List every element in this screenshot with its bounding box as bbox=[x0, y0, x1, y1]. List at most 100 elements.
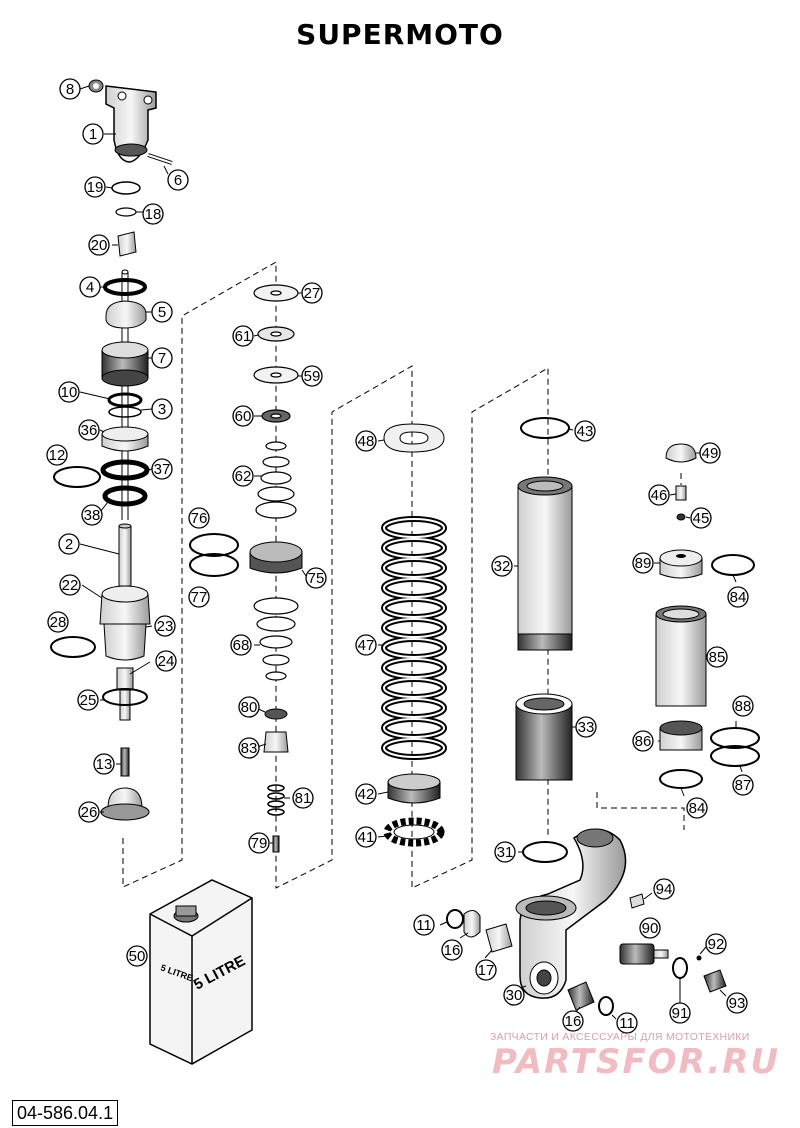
callout-circle bbox=[632, 730, 654, 752]
callout-number: 50 bbox=[129, 948, 146, 965]
callout-number: 91 bbox=[672, 1005, 689, 1022]
callout-number: 23 bbox=[157, 618, 174, 635]
callout-16b: 16 bbox=[562, 1010, 584, 1032]
callout-circle bbox=[188, 586, 210, 608]
callout-59: 59 bbox=[301, 365, 323, 387]
part-nut-83 bbox=[263, 731, 289, 753]
callout-7: 7 bbox=[151, 347, 173, 369]
callout-11b: 11 bbox=[616, 1012, 638, 1034]
callout-number: 22 bbox=[62, 577, 79, 594]
callout-number: 79 bbox=[251, 835, 268, 852]
callout-number: 81 bbox=[295, 790, 312, 807]
callout-number: 8 bbox=[66, 81, 74, 98]
callout-1: 1 bbox=[82, 123, 104, 145]
part-ring-37 bbox=[100, 459, 150, 481]
callout-25: 25 bbox=[77, 689, 99, 711]
callout-number: 13 bbox=[96, 756, 113, 773]
callout-circle bbox=[475, 959, 497, 981]
callout-23: 23 bbox=[154, 615, 176, 637]
callout-84a: 84 bbox=[727, 586, 749, 608]
callout-number: 37 bbox=[154, 461, 171, 478]
callout-20: 20 bbox=[88, 234, 110, 256]
callout-number: 46 bbox=[651, 487, 668, 504]
callout-number: 80 bbox=[241, 699, 258, 716]
part-cap-26 bbox=[100, 787, 150, 821]
callout-13: 13 bbox=[93, 753, 115, 775]
callout-circle bbox=[93, 753, 115, 775]
callout-number: 1 bbox=[89, 126, 97, 143]
callout-89: 89 bbox=[632, 552, 654, 574]
callout-circle bbox=[441, 939, 463, 961]
callout-81: 81 bbox=[292, 787, 314, 809]
callout-circle bbox=[142, 203, 164, 225]
callout-circle bbox=[632, 552, 654, 574]
callout-6: 6 bbox=[167, 169, 189, 191]
part-shim-stack bbox=[253, 284, 299, 519]
callout-circle bbox=[732, 695, 754, 717]
callout-24: 24 bbox=[155, 650, 177, 672]
callout-number: 16 bbox=[444, 942, 461, 959]
callout-number: 42 bbox=[358, 786, 375, 803]
callout-number: 11 bbox=[416, 917, 432, 934]
part-ring-31 bbox=[522, 841, 568, 863]
callout-91: 91 bbox=[669, 1002, 691, 1024]
callout-circle bbox=[59, 574, 81, 596]
callout-37: 37 bbox=[151, 458, 173, 480]
callout-12: 12 bbox=[46, 444, 68, 466]
part-bushing-16b bbox=[567, 981, 595, 1011]
callout-number: 17 bbox=[478, 962, 495, 979]
part-ring-91 bbox=[672, 957, 688, 979]
callout-circle bbox=[46, 444, 68, 466]
callout-number: 4 bbox=[86, 279, 94, 296]
part-oring-19 bbox=[111, 181, 141, 195]
callout-circle bbox=[58, 533, 80, 555]
callout-circle bbox=[78, 419, 100, 441]
callout-circle bbox=[699, 442, 721, 464]
callout-45: 45 bbox=[690, 507, 712, 529]
part-seat-48 bbox=[383, 423, 445, 453]
part-sleeve-33 bbox=[515, 693, 573, 781]
callout-11a: 11 bbox=[413, 914, 435, 936]
callout-circle bbox=[126, 945, 148, 967]
callout-number: 43 bbox=[577, 423, 594, 440]
callout-85: 85 bbox=[706, 646, 728, 668]
part-ball-92 bbox=[696, 955, 702, 961]
callout-17: 17 bbox=[475, 959, 497, 981]
callout-28: 28 bbox=[47, 611, 69, 633]
callout-number: 2 bbox=[65, 536, 73, 553]
callout-circle bbox=[726, 992, 748, 1014]
callout-number: 18 bbox=[145, 206, 162, 223]
callout-41: 41 bbox=[355, 826, 377, 848]
callout-circle bbox=[732, 774, 754, 796]
callout-42: 42 bbox=[355, 783, 377, 805]
callout-number: 49 bbox=[702, 445, 719, 462]
callout-75: 75 bbox=[305, 567, 327, 589]
callout-circle bbox=[232, 465, 254, 487]
part-cap-49 bbox=[665, 443, 697, 463]
callout-circle bbox=[494, 841, 516, 863]
callout-circle bbox=[705, 933, 727, 955]
callout-circle bbox=[84, 176, 106, 198]
callout-5: 5 bbox=[151, 301, 173, 323]
part-ring-25 bbox=[102, 688, 148, 706]
callout-circle bbox=[77, 689, 99, 711]
callout-number: 20 bbox=[91, 237, 108, 254]
callout-number: 5 bbox=[158, 304, 166, 321]
callout-circle bbox=[686, 797, 708, 819]
callout-number: 86 bbox=[635, 733, 652, 750]
callout-92: 92 bbox=[705, 933, 727, 955]
callout-50: 50 bbox=[126, 945, 148, 967]
part-knob-93 bbox=[703, 969, 727, 993]
part-plate-5 bbox=[105, 300, 147, 329]
callout-number: 30 bbox=[506, 987, 523, 1004]
callout-number: 45 bbox=[693, 510, 710, 527]
callout-number: 68 bbox=[233, 637, 250, 654]
callout-19: 19 bbox=[84, 176, 106, 198]
callout-number: 47 bbox=[358, 637, 375, 654]
callout-84b: 84 bbox=[686, 797, 708, 819]
callout-circle bbox=[305, 567, 327, 589]
callout-circle bbox=[562, 1010, 584, 1032]
callout-87: 87 bbox=[732, 774, 754, 796]
callout-circle bbox=[238, 696, 260, 718]
callout-number: 31 bbox=[497, 844, 514, 861]
